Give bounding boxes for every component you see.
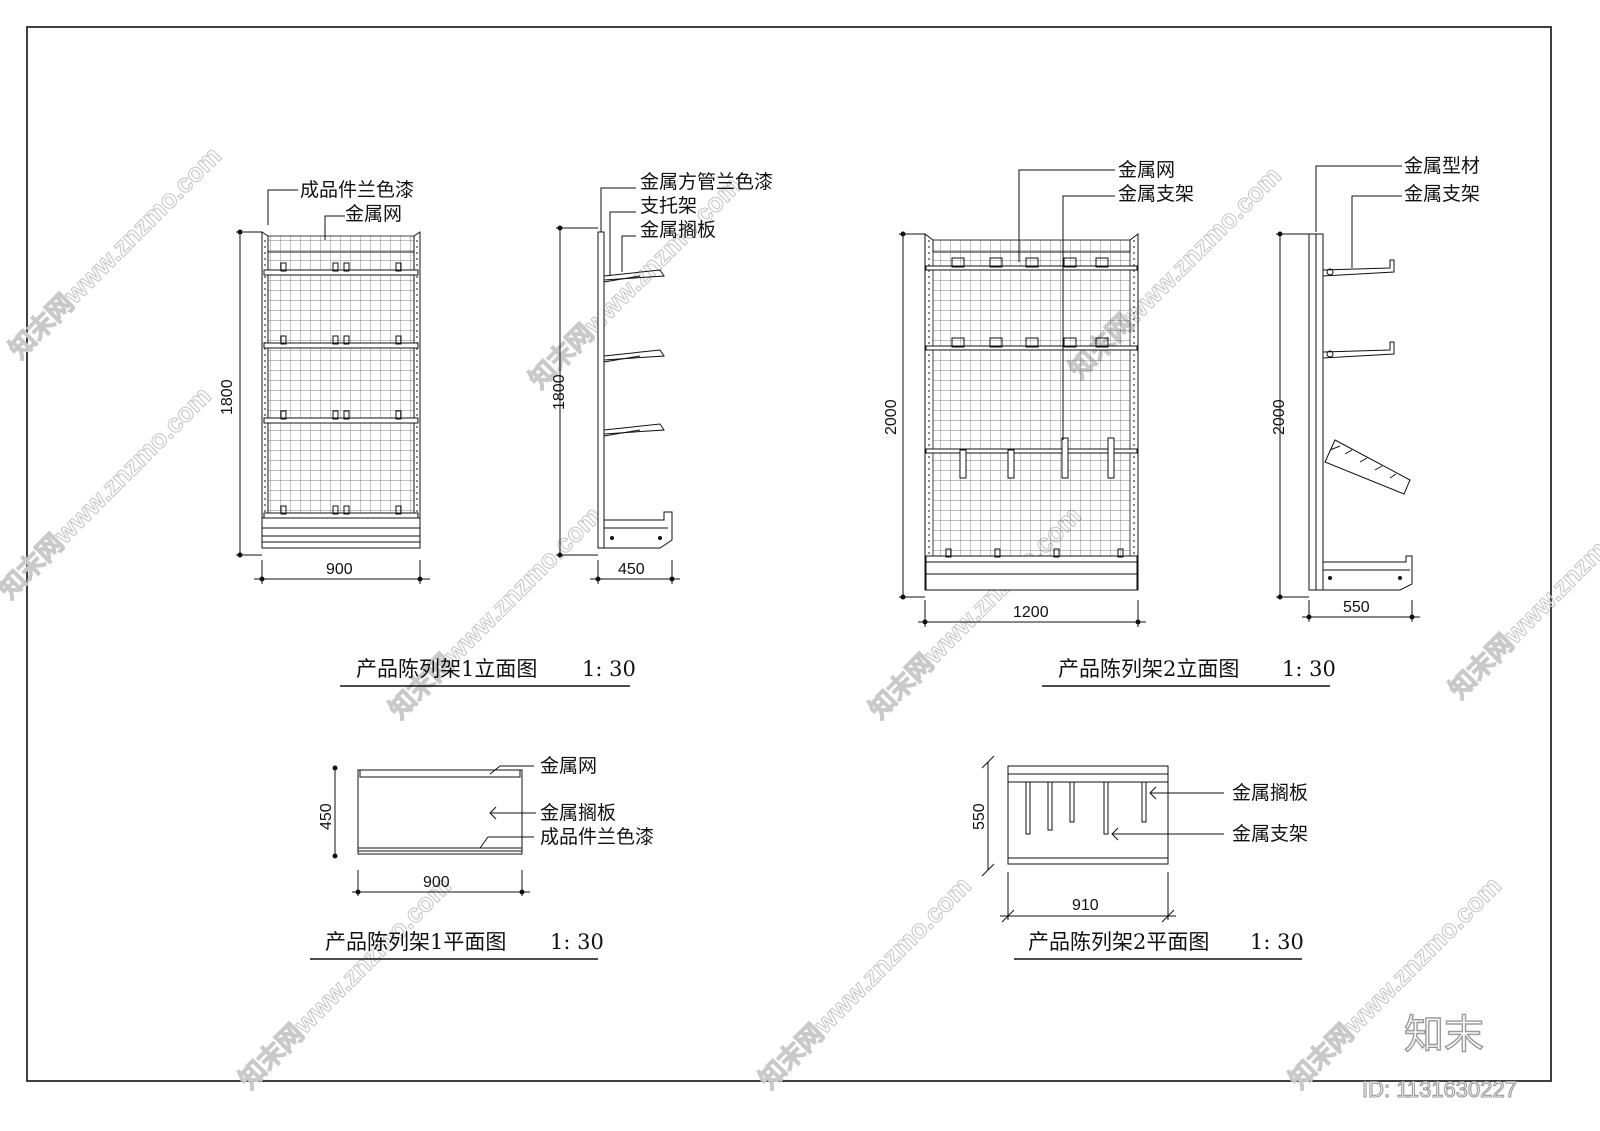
drawing-scale: 1: 30 [1282, 657, 1336, 681]
dim-height: 1800 [551, 374, 568, 410]
dim-depth: 550 [1343, 599, 1370, 616]
dim-width: 900 [326, 561, 353, 578]
rack2-elevation: 2000 1200 金属网 金属支架 [883, 159, 1194, 627]
dim-width: 910 [1072, 897, 1099, 914]
label: 金属方管兰色漆 [640, 171, 773, 193]
sheet-frame [26, 26, 1552, 1082]
label: 金属搁板 [1232, 782, 1308, 804]
drawing-title: 产品陈列架1平面图 [325, 930, 506, 954]
watermark-text: 知末网www.znzmo.com [1443, 480, 1600, 704]
rack1-side: 1800 450 金属方管兰色漆 支托架 金属搁板 [551, 171, 773, 584]
watermark-text: 知末网www.znzmo.com [233, 870, 457, 1094]
drawing-title: 产品陈列架1立面图 [356, 657, 537, 681]
rack2-side: 2000 550 金属型材 金属支架 [1271, 155, 1480, 622]
dim-height: 2000 [1271, 399, 1288, 435]
dim-width: 900 [423, 874, 450, 891]
brand-watermark: 知末 ID: 1131630227 [1361, 1011, 1517, 1102]
watermark-text: 知末网www.znzmo.com [0, 380, 217, 604]
dim-depth: 450 [318, 803, 335, 830]
dim-height: 1800 [219, 379, 236, 415]
dim-depth: 450 [618, 561, 645, 578]
drawing-title: 产品陈列架2立面图 [1058, 657, 1239, 681]
label: 金属支架 [1404, 183, 1480, 205]
label: 金属网 [540, 755, 597, 777]
rack1-plan: 450 900 金属网 金属搁板 成品件兰色漆 [318, 755, 654, 896]
label: 金属型材 [1404, 155, 1480, 177]
drawing-title: 产品陈列架2平面图 [1028, 930, 1209, 954]
title-rack1-elevation: 产品陈列架1立面图 1: 30 [340, 657, 636, 687]
rack2-plan: 550 910 金属搁板 金属支架 [971, 755, 1308, 923]
label: 支托架 [640, 195, 697, 217]
title-rack1-plan: 产品陈列架1平面图 1: 30 [310, 930, 604, 960]
image-id: ID: 1131630227 [1362, 1077, 1517, 1102]
watermark-text: 知末网www.znzmo.com [3, 140, 227, 364]
label: 金属搁板 [540, 802, 616, 824]
label: 金属网 [1118, 159, 1175, 181]
dim-depth: 550 [971, 803, 988, 830]
watermark-text: 知末网www.znzmo.com [753, 870, 977, 1094]
brand-logo: 知末 [1404, 1012, 1484, 1058]
label: 金属支架 [1118, 183, 1194, 205]
label: 成品件兰色漆 [540, 826, 654, 848]
label: 金属支架 [1232, 823, 1308, 845]
watermark-text: 知末网www.znzmo.com [523, 170, 747, 394]
rack1-elevation: 1800 900 成品件兰色漆 金属网 [219, 179, 430, 584]
dim-width: 1200 [1013, 604, 1049, 621]
title-rack2-elevation: 产品陈列架2立面图 1: 30 [1042, 657, 1336, 687]
label: 金属网 [345, 203, 402, 225]
label: 成品件兰色漆 [300, 179, 414, 201]
drawing-scale: 1: 30 [1250, 930, 1304, 954]
title-rack2-plan: 产品陈列架2平面图 1: 30 [1014, 930, 1304, 960]
dim-height: 2000 [883, 399, 900, 435]
drawing-scale: 1: 30 [550, 930, 604, 954]
label: 金属搁板 [640, 219, 716, 241]
drawing-scale: 1: 30 [582, 657, 636, 681]
watermark-text: 知末网www.znzmo.com [1283, 870, 1507, 1094]
